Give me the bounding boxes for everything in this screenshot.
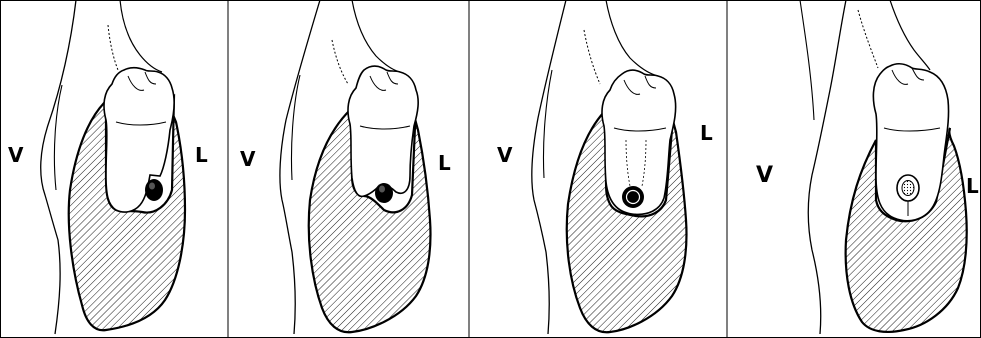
- mandibular-canal: [622, 186, 644, 208]
- antagonist-outline: [120, 0, 162, 72]
- lingual-label: L: [700, 121, 713, 145]
- soft-tissue-outline: [532, 0, 566, 334]
- panel-1: V L: [8, 0, 208, 334]
- vestibular-label: V: [240, 147, 256, 171]
- antagonist-outline: [584, 30, 600, 84]
- tooth: [104, 68, 174, 212]
- mandibular-canal: [902, 181, 914, 196]
- soft-tissue-outline: [291, 75, 300, 180]
- antagonist-outline: [108, 25, 118, 70]
- panel-2: V L: [240, 0, 451, 334]
- antagonist-outline: [352, 0, 400, 72]
- mandibular-canal-highlight: [149, 183, 155, 190]
- vestibular-label: V: [497, 143, 513, 167]
- mandibular-canal-highlight: [379, 186, 385, 193]
- soft-tissue-outline: [808, 0, 846, 334]
- vestibular-label: V: [8, 143, 24, 167]
- antagonist-outline: [606, 0, 658, 76]
- antagonist-outline: [332, 40, 348, 84]
- lingual-label: L: [438, 151, 451, 175]
- vestibular-label: V: [756, 163, 773, 188]
- soft-tissue-outline: [41, 0, 76, 334]
- soft-tissue-outline: [800, 0, 814, 120]
- tooth: [348, 66, 418, 196]
- mandibular-canal: [145, 179, 163, 201]
- lingual-label: L: [966, 174, 979, 198]
- panel-3: V L: [497, 0, 713, 334]
- lingual-label: L: [195, 143, 208, 167]
- panel-4: V L: [756, 0, 979, 334]
- antagonist-outline: [858, 10, 878, 68]
- mandibular-canal: [375, 183, 393, 203]
- antagonist-outline: [890, 0, 930, 70]
